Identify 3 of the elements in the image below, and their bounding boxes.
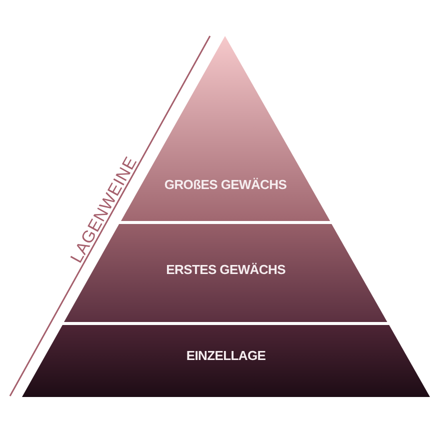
tier-label: EINZELLAGE: [185, 348, 267, 363]
tier-label: ERSTES GEWÄCHS: [165, 262, 286, 277]
tier-label: GROßES GEWÄCHS: [163, 177, 288, 192]
